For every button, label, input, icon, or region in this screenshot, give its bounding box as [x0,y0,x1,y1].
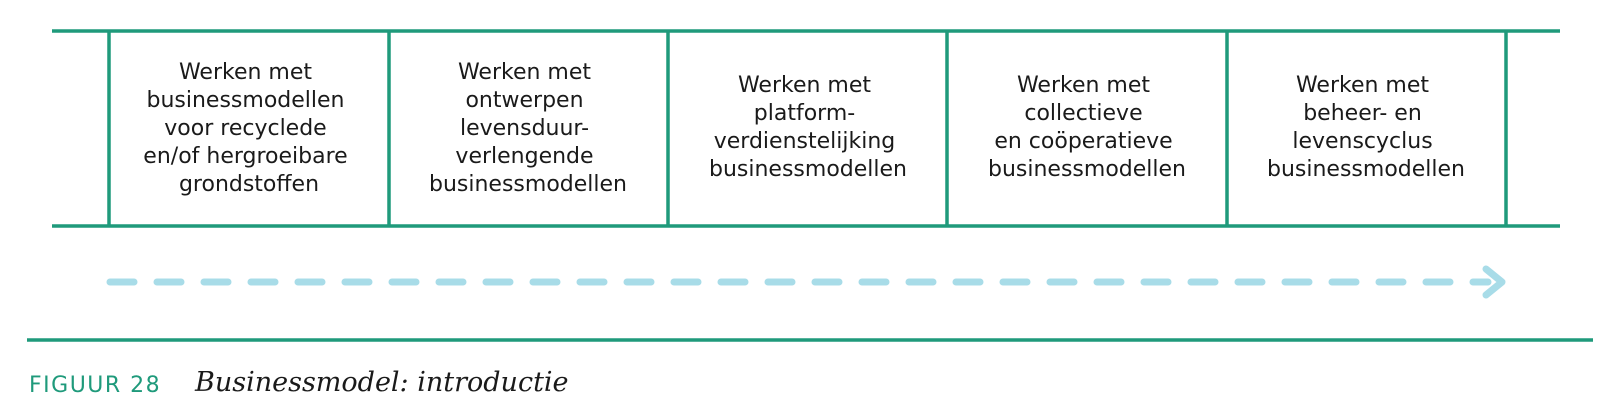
box-1: Werken met businessmodellen voor recycle… [143,60,354,197]
box-4-line-3: en coöperatieve [994,129,1172,154]
box-3-line-1: Werken met [738,73,871,98]
box-4-line-1: Werken met [1017,73,1150,98]
box-4-line-2: collectieve [1024,101,1142,126]
box-1-line-4: en/of hergroeibare [143,144,347,169]
box-3-label: Werken met platform- verdienstelijking b… [709,73,907,182]
box-1-line-2: businessmodellen [147,88,345,113]
box-2: Werken met ontwerpen levensduur- verleng… [429,60,627,197]
box-dividers [107,31,1508,226]
progress-arrow [106,265,1506,299]
figure-number: FIGUUR 28 [29,373,161,398]
box-5-line-3: levenscyclus [1292,129,1432,154]
figure-title: Businessmodel: introductie [194,367,569,398]
box-2-label: Werken met ontwerpen levensduur- verleng… [429,60,627,197]
box-5-line-1: Werken met [1296,73,1429,98]
box-4-label: Werken met collectieve en coöperatieve b… [988,73,1186,182]
box-1-line-1: Werken met [179,60,312,85]
box-2-line-2: ontwerpen [465,88,583,113]
box-2-line-4: verlengende [455,144,593,169]
box-3-line-3: verdienstelijking [714,129,896,154]
box-1-line-3: voor recyclede [164,116,326,141]
box-2-line-3: levensduur- [460,116,589,141]
box-2-line-1: Werken met [458,60,591,85]
box-5-line-2: beheer- en [1303,101,1422,126]
box-2-line-5: businessmodellen [429,172,627,197]
box-4-line-4: businessmodellen [988,157,1186,182]
box-5-label: Werken met beheer- en levenscyclus busin… [1267,73,1465,182]
box-3-line-4: businessmodellen [709,157,907,182]
box-1-label: Werken met businessmodellen voor recycle… [143,60,354,197]
box-1-line-5: grondstoffen [179,172,319,197]
box-3: Werken met platform- verdienstelijking b… [709,73,907,182]
box-4: Werken met collectieve en coöperatieve b… [988,73,1186,182]
box-3-line-2: platform- [754,101,855,126]
box-5-line-4: businessmodellen [1267,157,1465,182]
box-5: Werken met beheer- en levenscyclus busin… [1267,73,1465,182]
arrow-head-icon [1482,265,1506,299]
